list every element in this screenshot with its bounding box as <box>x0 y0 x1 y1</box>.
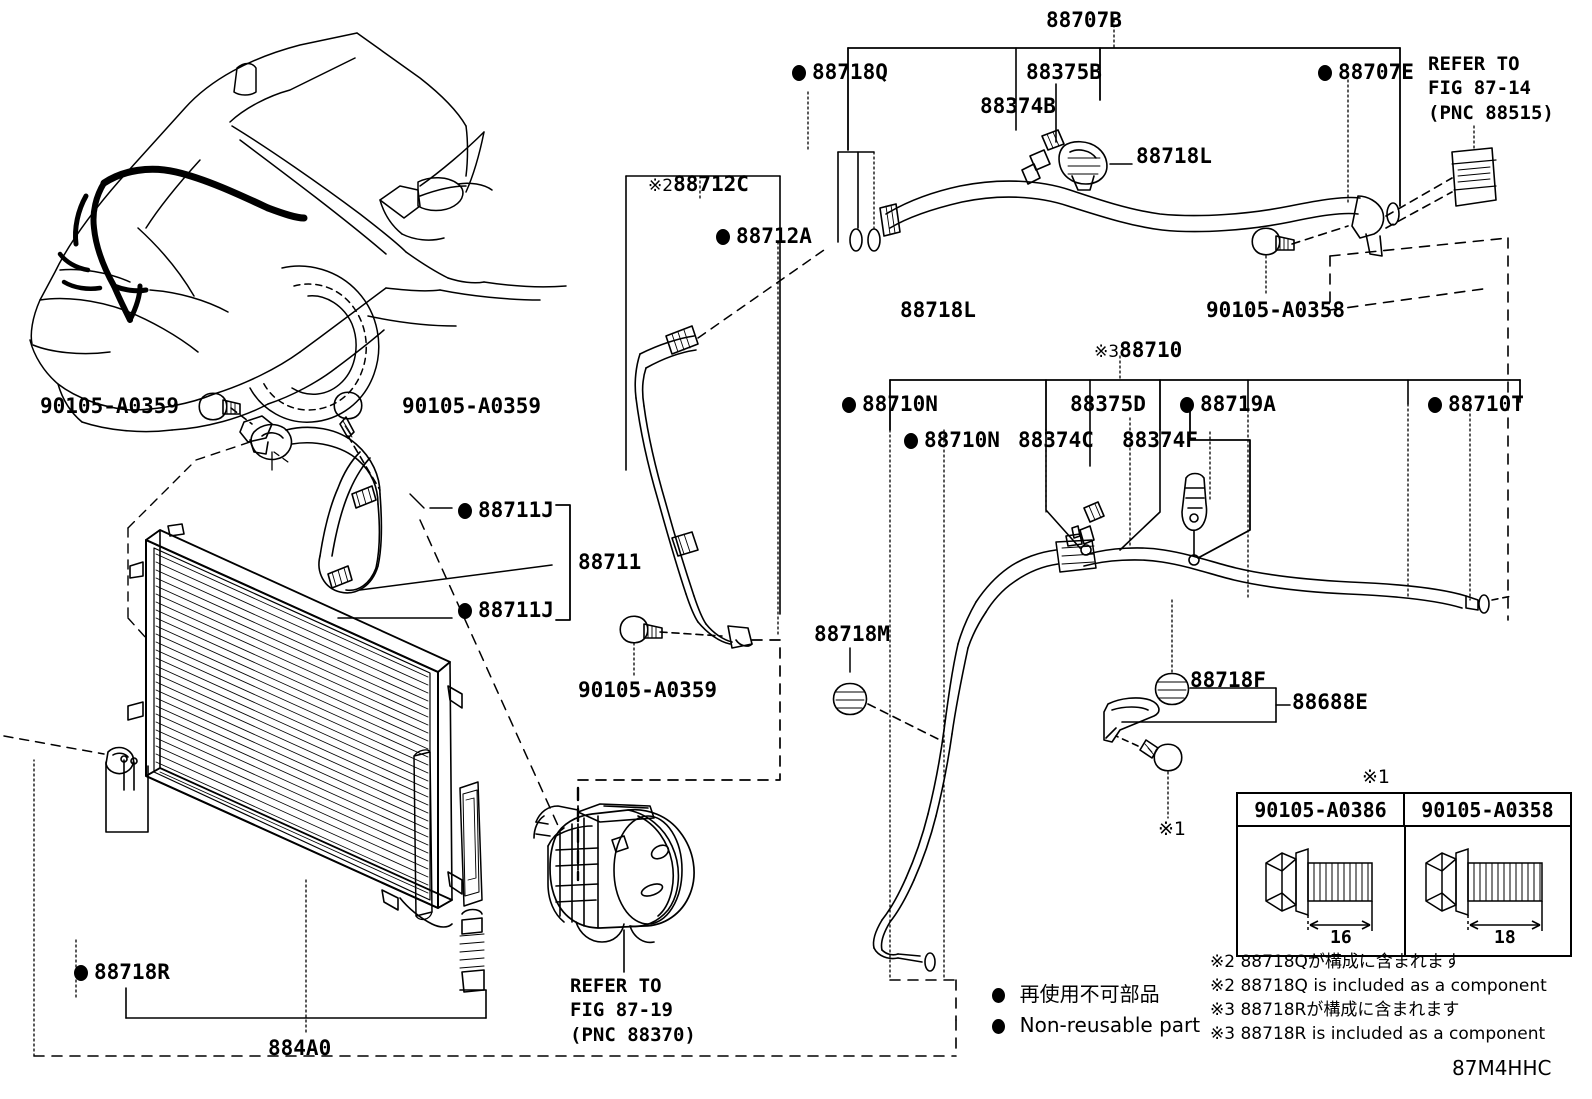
label-88374C: 88374C <box>1018 428 1094 452</box>
label-88710N-a: 88710N <box>842 392 938 417</box>
bolt-length-left: 16 <box>1330 927 1352 948</box>
hose-88711 <box>127 391 571 831</box>
non-reusable-bullet-icon <box>1180 397 1194 413</box>
pipe-88710 <box>33 355 1521 1057</box>
label-90105-A0359-left: 90105-A0359 <box>40 394 180 418</box>
label-88707E: 88707E <box>1318 60 1414 85</box>
note-line-3: ※3 88718Rが構成に含まれます <box>1210 1000 1460 1021</box>
non-reusable-bullet-icon <box>904 433 918 449</box>
bolt-table-cell-right: 18 <box>1406 827 1572 955</box>
non-reusable-bullet-icon <box>1428 397 1442 413</box>
refer-to-fig-87-19: REFER TO FIG 87-19 (PNC 88370) <box>570 975 696 1046</box>
label-88718R: 88718R <box>74 960 170 985</box>
bolt-table-header-right: 90105-A0358 <box>1421 798 1554 822</box>
note-line-1: ※2 88718Qが構成に含まれます <box>1210 952 1461 972</box>
bolt-16mm-icon <box>1265 847 1373 931</box>
label-88719A: 88719A <box>1180 392 1276 417</box>
label-88718F: 88718F <box>1190 668 1266 692</box>
bolt-reference-table: 90105-A0386 90105-A0358 <box>1236 792 1572 957</box>
note-line-2: ※2 88718Q is included as a component <box>1210 976 1547 997</box>
label-884A0: 884A0 <box>268 1036 332 1060</box>
label-88374B: 88374B <box>980 94 1056 118</box>
label-88707B: 88707B <box>1046 8 1122 32</box>
non-reusable-bullet-icon <box>842 397 856 413</box>
compressor-88370 <box>533 786 695 973</box>
label-88712C: ※288712C <box>648 172 749 196</box>
label-88710N-b: 88710N <box>904 428 1000 453</box>
component-notes: ※2 88718Qが構成に含まれます ※2 88718Q is included… <box>1210 950 1547 1047</box>
legend-non-reusable: 再使用不可部品 Non-reusable part <box>992 978 1200 1037</box>
note-line-4: ※3 88718R is included as a component <box>1210 1024 1546 1045</box>
label-88718L-mid: 88718L <box>900 298 976 322</box>
hose-88712 <box>577 175 825 881</box>
marker-star1-table: ※1 <box>1362 766 1391 788</box>
label-90105-A0359-right: 90105-A0359 <box>402 394 542 418</box>
label-88718Q: 88718Q <box>792 60 888 85</box>
non-reusable-bullet-icon <box>458 603 472 619</box>
label-88711: 88711 <box>578 550 642 574</box>
label-88688E: 88688E <box>1292 690 1368 714</box>
label-88710: ※388710 <box>1094 338 1183 362</box>
label-88710T: 88710T <box>1428 392 1524 417</box>
non-reusable-bullet-icon <box>716 229 730 245</box>
figure-code: 87M4HHC <box>1452 1056 1552 1080</box>
label-88374F: 88374F <box>1122 428 1198 452</box>
pipe-88707B <box>807 19 1509 621</box>
non-reusable-bullet-icon <box>458 503 472 519</box>
bolt-length-right: 18 <box>1494 927 1516 948</box>
label-90105-A0359-bottom: 90105-A0359 <box>578 678 718 702</box>
non-reusable-bullet-icon <box>992 1019 1005 1034</box>
label-88375B: 88375B <box>1026 60 1102 84</box>
refer-to-fig-87-14: REFER TO FIG 87-14 (PNC 88515) <box>1428 53 1554 124</box>
condenser-assembly <box>3 523 485 993</box>
condenser-callout-brackets <box>75 879 487 1035</box>
label-88375D: 88375D <box>1070 392 1146 416</box>
non-reusable-bullet-icon <box>1318 65 1332 81</box>
bolt-table-cell-left: 16 <box>1238 827 1406 955</box>
marker-star1-bolt: ※1 <box>1158 818 1187 840</box>
label-88718L-top: 88718L <box>1136 144 1212 168</box>
bolt-18mm-icon <box>1425 847 1543 931</box>
label-90105-A0358-top: 90105-A0358 <box>1206 298 1346 322</box>
non-reusable-bullet-icon <box>992 988 1005 1003</box>
non-reusable-bullet-icon <box>792 65 806 81</box>
label-88712A: 88712A <box>716 224 812 249</box>
label-88711J-top: 88711J <box>458 498 554 523</box>
label-88711J-bottom: 88711J <box>458 598 554 623</box>
vehicle-outline-illustration <box>29 32 567 433</box>
label-88718M: 88718M <box>814 622 890 646</box>
non-reusable-bullet-icon <box>74 965 88 981</box>
bolt-table-header-left: 90105-A0386 <box>1238 794 1405 825</box>
